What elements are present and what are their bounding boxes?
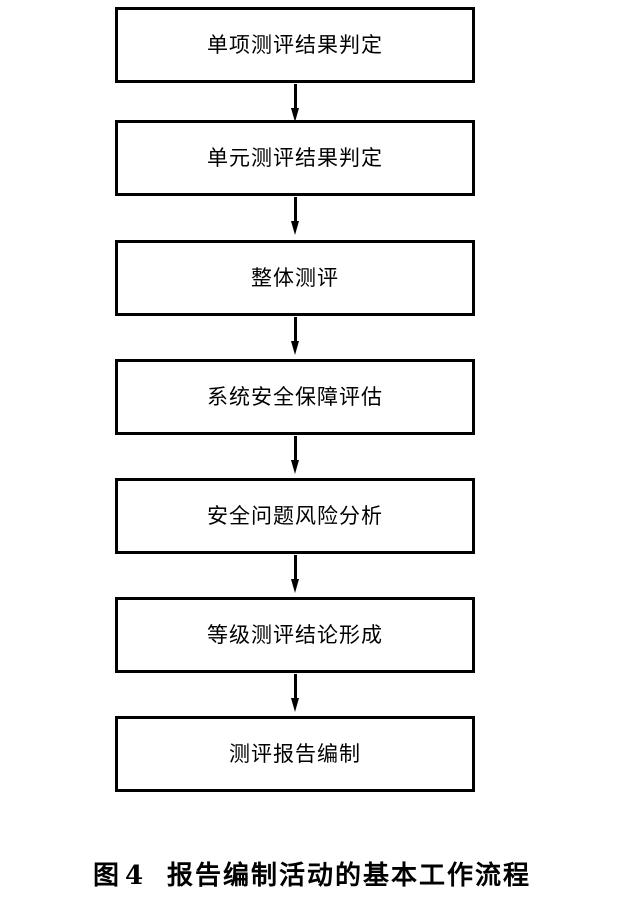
arrow-shaft	[294, 555, 297, 582]
flowchart-node-2: 单元测评结果判定	[115, 120, 475, 196]
arrow-head	[291, 460, 299, 474]
arrow-head	[291, 698, 299, 712]
flowchart-node-label: 安全问题风险分析	[207, 503, 383, 528]
arrow-shaft	[294, 674, 297, 701]
flowchart-node-label: 单元测评结果判定	[207, 145, 383, 170]
arrow-down-icon	[291, 674, 300, 712]
flowchart-diagram: 单项测评结果判定 单元测评结果判定 整体测评 系统安全保障评估 安全问题风险分析…	[115, 7, 475, 792]
arrow-down-icon	[291, 555, 300, 593]
arrow-shaft	[294, 317, 297, 344]
arrow-shaft	[294, 436, 297, 463]
arrow-down-icon	[291, 197, 300, 235]
figure-caption-label: 图	[92, 861, 121, 891]
arrow-head	[291, 341, 299, 355]
flowchart-node-label: 整体测评	[251, 265, 339, 290]
arrow-down-icon	[291, 317, 300, 355]
flowchart-node-label: 测评报告编制	[229, 741, 361, 766]
arrow-head	[291, 221, 299, 235]
figure-caption-number: 4	[124, 861, 146, 891]
flowchart-node-5: 安全问题风险分析	[115, 478, 475, 554]
flowchart-node-label: 等级测评结论形成	[207, 622, 383, 647]
arrow-down-icon	[291, 84, 300, 122]
arrow-shaft	[294, 197, 297, 224]
arrow-shaft	[294, 84, 297, 111]
figure-caption-title: 报告编制活动的基本工作流程	[167, 861, 532, 891]
arrow-head	[291, 108, 299, 122]
arrow-head	[291, 579, 299, 593]
arrow-down-icon	[291, 436, 300, 474]
flowchart-node-7: 测评报告编制	[115, 716, 475, 792]
flowchart-node-label: 系统安全保障评估	[207, 384, 383, 409]
flowchart-node-label: 单项测评结果判定	[207, 32, 383, 57]
flowchart-node-6: 等级测评结论形成	[115, 597, 475, 673]
flowchart-node-1: 单项测评结果判定	[115, 7, 475, 83]
flowchart-node-4: 系统安全保障评估	[115, 359, 475, 435]
flowchart-node-3: 整体测评	[115, 240, 475, 316]
